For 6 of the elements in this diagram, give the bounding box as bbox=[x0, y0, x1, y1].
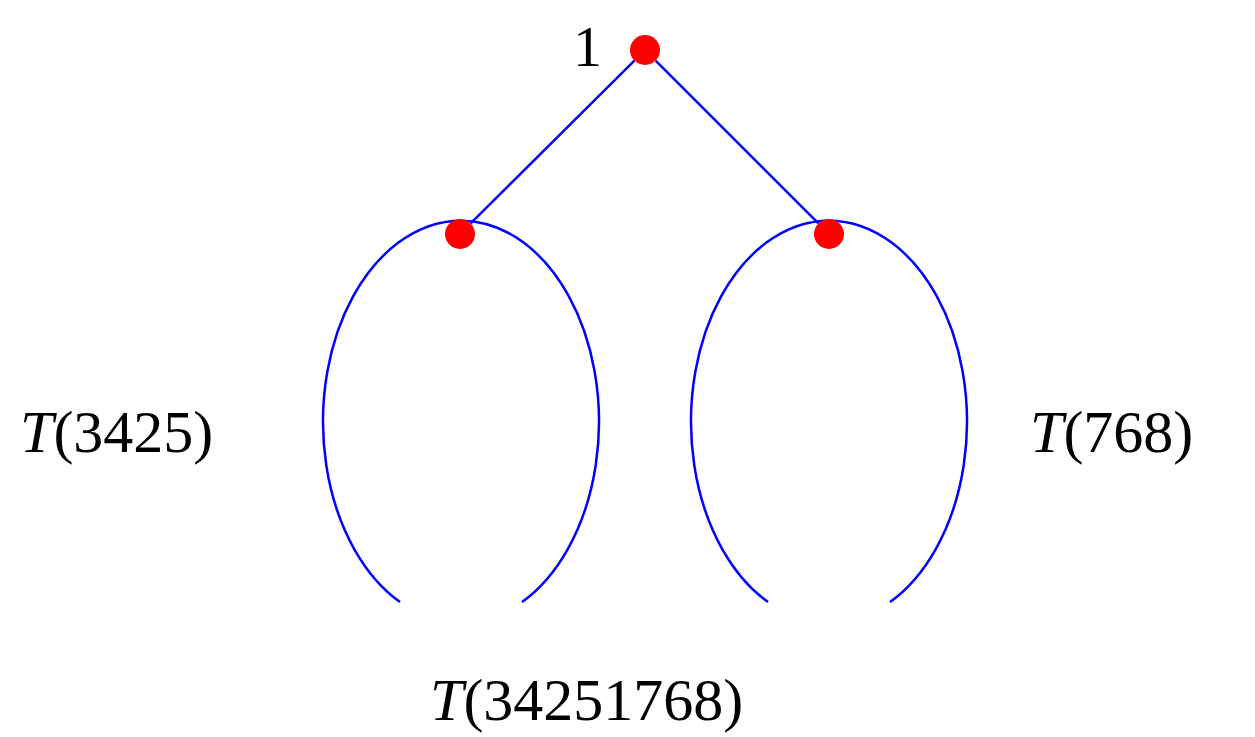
tree-edge bbox=[469, 59, 636, 225]
tree-vertex bbox=[630, 35, 660, 65]
vertex-label: 1 bbox=[573, 18, 602, 76]
tree-vertex bbox=[814, 219, 844, 249]
tree-edge bbox=[654, 59, 820, 225]
tree-vertex bbox=[445, 219, 475, 249]
